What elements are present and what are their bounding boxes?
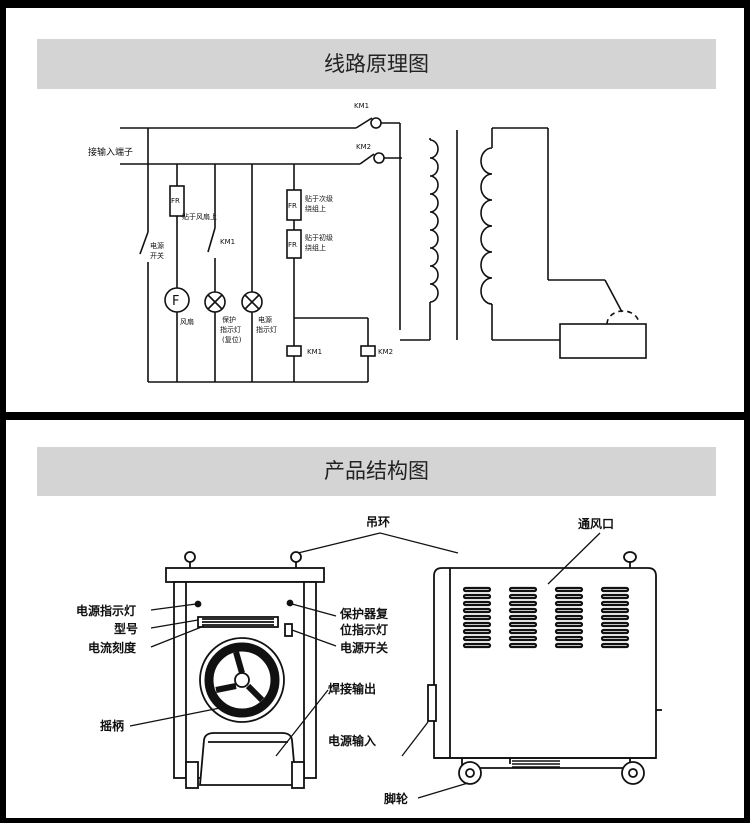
label-crank: 摇柄 xyxy=(100,718,124,733)
vent-slot xyxy=(462,607,492,614)
secondary-note-2: 绕组上 xyxy=(305,204,326,213)
vent-slot xyxy=(554,635,584,642)
vent-slot xyxy=(508,621,538,628)
input-terminal-label: 接输入端子 xyxy=(88,146,133,158)
power-indicator-label-1: 电源 xyxy=(258,315,272,324)
fan-symbol: F xyxy=(172,294,179,309)
vent-slot xyxy=(554,628,584,635)
fr-secondary-label: FR xyxy=(288,202,297,210)
vent-slot xyxy=(554,614,584,621)
vent-slot xyxy=(508,635,538,642)
vent-slot xyxy=(462,586,492,593)
vent-slot xyxy=(600,586,630,593)
protection-label-3: (复位) xyxy=(222,335,242,344)
vent-slot xyxy=(508,593,538,600)
label-protector-1: 保护器复 xyxy=(339,606,389,621)
fan-note-label: 贴于风扇上 xyxy=(182,212,217,221)
vent-slot xyxy=(554,586,584,593)
label-model: 型号 xyxy=(114,621,138,636)
fr-primary-label: FR xyxy=(288,241,297,249)
vent-slot xyxy=(462,600,492,607)
vent-slot xyxy=(600,593,630,600)
vent-slot xyxy=(462,642,492,649)
vent-slot xyxy=(462,593,492,600)
vent-slot xyxy=(508,642,538,649)
coil-km1-label: KM1 xyxy=(307,348,322,356)
fan-label: 风扇 xyxy=(180,317,194,326)
vent-slot xyxy=(554,607,584,614)
vent-slot xyxy=(508,600,538,607)
protection-label-1: 保护 xyxy=(222,315,236,324)
vent-slot xyxy=(600,642,630,649)
label-power-switch: 电源开关 xyxy=(340,640,388,655)
vent-slot xyxy=(462,635,492,642)
vent-slot xyxy=(508,607,538,614)
label-caster: 脚轮 xyxy=(384,791,409,806)
primary-note-2: 绕组上 xyxy=(305,243,326,252)
vent-slot xyxy=(508,614,538,621)
label-vent: 通风口 xyxy=(578,516,614,531)
vent-slot xyxy=(554,642,584,649)
secondary-note-1: 贴于次级 xyxy=(305,194,333,203)
km2-top-label: KM2 xyxy=(356,143,371,151)
vent-slot xyxy=(554,593,584,600)
vent-slot xyxy=(508,628,538,635)
vent-slot xyxy=(508,586,538,593)
label-power-indicator: 电源指示灯 xyxy=(76,603,136,618)
power-indicator-label-2: 指示灯 xyxy=(256,325,277,334)
vent-slot xyxy=(462,614,492,621)
vent-slot xyxy=(600,614,630,621)
structure-title: 产品结构图 xyxy=(37,447,716,496)
vent-slot xyxy=(600,628,630,635)
circuit-title: 线路原理图 xyxy=(37,39,716,89)
label-protector-2: 位指示灯 xyxy=(340,622,388,637)
protection-label-2: 指示灯 xyxy=(220,325,241,334)
vent-slot xyxy=(600,600,630,607)
power-switch-label-2: 开关 xyxy=(150,251,164,260)
primary-note-1: 贴于初级 xyxy=(305,233,333,242)
label-current-scale: 电流刻度 xyxy=(88,640,137,655)
power-switch-label-1: 电源 xyxy=(150,241,164,250)
vent-slot xyxy=(600,621,630,628)
vent-slot xyxy=(462,628,492,635)
coil-km2-label: KM2 xyxy=(378,348,393,356)
vent-slot xyxy=(554,621,584,628)
fr-fan-label: FR xyxy=(171,197,180,205)
vent-slot xyxy=(600,635,630,642)
km1-top-label: KM1 xyxy=(354,102,369,110)
km1-contact-label: KM1 xyxy=(220,238,235,246)
vent-slot xyxy=(600,607,630,614)
vent-slot xyxy=(462,621,492,628)
label-lifting-ring: 吊环 xyxy=(366,515,390,529)
label-weld-output: 焊接输出 xyxy=(328,681,376,696)
vent-slot xyxy=(554,600,584,607)
label-power-input: 电源输入 xyxy=(328,733,376,748)
